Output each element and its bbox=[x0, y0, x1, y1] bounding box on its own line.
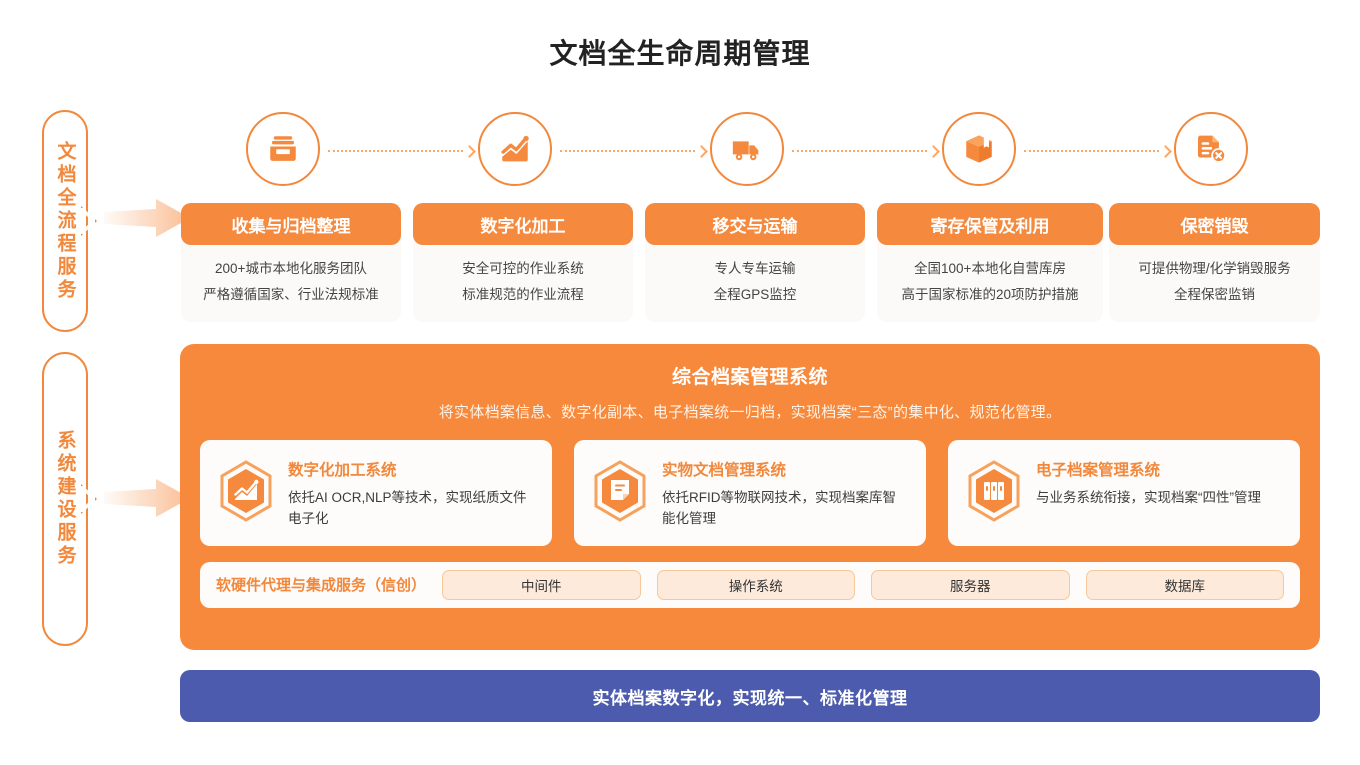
sub-system-cards: 数字化加工系统 依托AI OCR,NLP等技术，实现纸质文件电子化 实物文档管理… bbox=[200, 440, 1300, 546]
sub-card-digital-processing: 数字化加工系统 依托AI OCR,NLP等技术，实现纸质文件电子化 bbox=[200, 440, 552, 546]
flow-node-transport bbox=[710, 112, 784, 186]
sub-card-physical-document: 实物文档管理系统 依托RFID等物联网技术，实现档案库智能化管理 bbox=[574, 440, 926, 546]
service-card-collection: 收集与归档整理 200+城市本地化服务团队 严格遵循国家、行业法规标准 bbox=[181, 203, 401, 322]
notch-arrow-icon bbox=[81, 206, 97, 236]
service-card-destruction: 保密销毁 可提供物理/化学销毁服务 全程保密监销 bbox=[1109, 203, 1320, 322]
service-card-title: 收集与归档整理 bbox=[181, 203, 401, 245]
integrated-archive-system-panel: 综合档案管理系统 将实体档案信息、数字化副本、电子档案统一归档，实现档案“三态”… bbox=[180, 344, 1320, 650]
flow-connector-arrow bbox=[328, 144, 476, 158]
service-card-line: 严格遵循国家、行业法规标准 bbox=[203, 287, 379, 303]
flow-node-digitize bbox=[478, 112, 552, 186]
gradient-arrow-icon bbox=[104, 199, 190, 237]
flow-connector-arrow bbox=[560, 144, 708, 158]
service-card-line: 高于国家标准的20项防护措施 bbox=[901, 287, 1079, 303]
service-card-body: 安全可控的作业系统 标准规范的作业流程 bbox=[413, 237, 633, 322]
sub-card-electronic-archive: 电子档案管理系统 与业务系统衔接，实现档案“四性”管理 bbox=[948, 440, 1300, 546]
side-label-text: 系统建设服务 bbox=[54, 430, 76, 568]
chip-middleware[interactable]: 中间件 bbox=[442, 569, 641, 600]
service-card-line: 全程保密监销 bbox=[1174, 287, 1255, 303]
side-label-system-construction-service: 系统建设服务 bbox=[42, 352, 97, 646]
flow-connector-arrow bbox=[792, 144, 940, 158]
integration-chips: 中间件 操作系统 服务器 数据库 bbox=[442, 569, 1285, 600]
service-card-title: 保密销毁 bbox=[1109, 203, 1320, 245]
sub-card-text: 实物文档管理系统 依托RFID等物联网技术，实现档案库智能化管理 bbox=[662, 456, 908, 530]
service-card-title: 寄存保管及利用 bbox=[877, 203, 1103, 245]
notch-arrow-icon bbox=[81, 484, 97, 514]
service-card-line: 全程GPS监控 bbox=[713, 287, 797, 303]
panel-subtitle: 将实体档案信息、数字化副本、电子档案统一归档，实现档案“三态”的集中化、规范化管… bbox=[438, 404, 1062, 421]
panel-title: 综合档案管理系统 bbox=[671, 367, 828, 388]
sub-card-desc: 依托RFID等物联网技术，实现档案库智能化管理 bbox=[662, 490, 896, 526]
service-card-body: 200+城市本地化服务团队 严格遵循国家、行业法规标准 bbox=[181, 237, 401, 322]
gradient-arrow-icon bbox=[104, 479, 190, 517]
integration-services-row: 软硬件代理与集成服务（信创） 中间件 操作系统 服务器 数据库 bbox=[200, 561, 1300, 608]
analytics-chart-icon bbox=[498, 132, 532, 166]
chip-server[interactable]: 服务器 bbox=[871, 569, 1070, 600]
service-card-title: 数字化加工 bbox=[413, 203, 633, 245]
sub-card-title: 数字化加工系统 bbox=[288, 462, 397, 479]
package-box-icon bbox=[962, 132, 996, 166]
sub-card-title: 电子档案管理系统 bbox=[1036, 462, 1161, 479]
integration-label: 软硬件代理与集成服务（信创） bbox=[216, 577, 427, 595]
chip-operating-system[interactable]: 操作系统 bbox=[656, 569, 856, 600]
sub-card-desc: 依托AI OCR,NLP等技术，实现纸质文件电子化 bbox=[288, 490, 527, 526]
service-card-transfer: 移交与运输 专人专车运输 全程GPS监控 bbox=[645, 203, 865, 322]
service-card-line: 安全可控的作业系统 bbox=[462, 261, 584, 276]
sub-card-title: 实物文档管理系统 bbox=[662, 462, 787, 479]
page-title: 文档全生命周期管理 bbox=[549, 38, 811, 69]
service-card-storage: 寄存保管及利用 全国100+本地化自营库房 高于国家标准的20项防护措施 bbox=[877, 203, 1103, 322]
process-flow-row bbox=[180, 112, 1320, 188]
service-card-title: 移交与运输 bbox=[645, 203, 865, 245]
sub-card-text: 数字化加工系统 依托AI OCR,NLP等技术，实现纸质文件电子化 bbox=[288, 456, 534, 530]
flow-node-archive bbox=[246, 112, 320, 186]
service-card-digitization: 数字化加工 安全可控的作业系统 标准规范的作业流程 bbox=[413, 203, 633, 322]
side-label-text: 文档全流程服务 bbox=[54, 140, 76, 302]
hex-document-icon bbox=[594, 460, 646, 522]
chip-database[interactable]: 数据库 bbox=[1085, 569, 1285, 600]
service-card-line: 全国100+本地化自营库房 bbox=[914, 261, 1066, 276]
archive-box-icon bbox=[266, 132, 300, 166]
service-card-body: 专人专车运输 全程GPS监控 bbox=[645, 237, 865, 322]
service-card-line: 专人专车运输 bbox=[714, 261, 796, 276]
service-card-line: 标准规范的作业流程 bbox=[462, 287, 584, 303]
summary-banner: 实体档案数字化，实现统一、标准化管理 bbox=[180, 670, 1320, 722]
service-card-line: 可提供物理/化学销毁服务 bbox=[1138, 261, 1291, 276]
sub-card-desc: 与业务系统衔接，实现档案“四性”管理 bbox=[1036, 490, 1261, 505]
service-card-body: 全国100+本地化自营库房 高于国家标准的20项防护措施 bbox=[877, 237, 1103, 322]
flow-node-storage bbox=[942, 112, 1016, 186]
hex-chart-icon bbox=[220, 460, 272, 522]
service-card-line: 200+城市本地化服务团队 bbox=[215, 261, 367, 276]
flow-connector-arrow bbox=[1024, 144, 1172, 158]
side-label-full-process-service: 文档全流程服务 bbox=[42, 110, 97, 332]
flow-node-destroy bbox=[1174, 112, 1248, 186]
delivery-truck-icon bbox=[730, 132, 764, 166]
sub-card-text: 电子档案管理系统 与业务系统衔接，实现档案“四性”管理 bbox=[1036, 456, 1282, 509]
document-destroy-icon bbox=[1194, 132, 1228, 166]
hex-binders-icon bbox=[968, 460, 1020, 522]
service-card-body: 可提供物理/化学销毁服务 全程保密监销 bbox=[1109, 237, 1320, 322]
